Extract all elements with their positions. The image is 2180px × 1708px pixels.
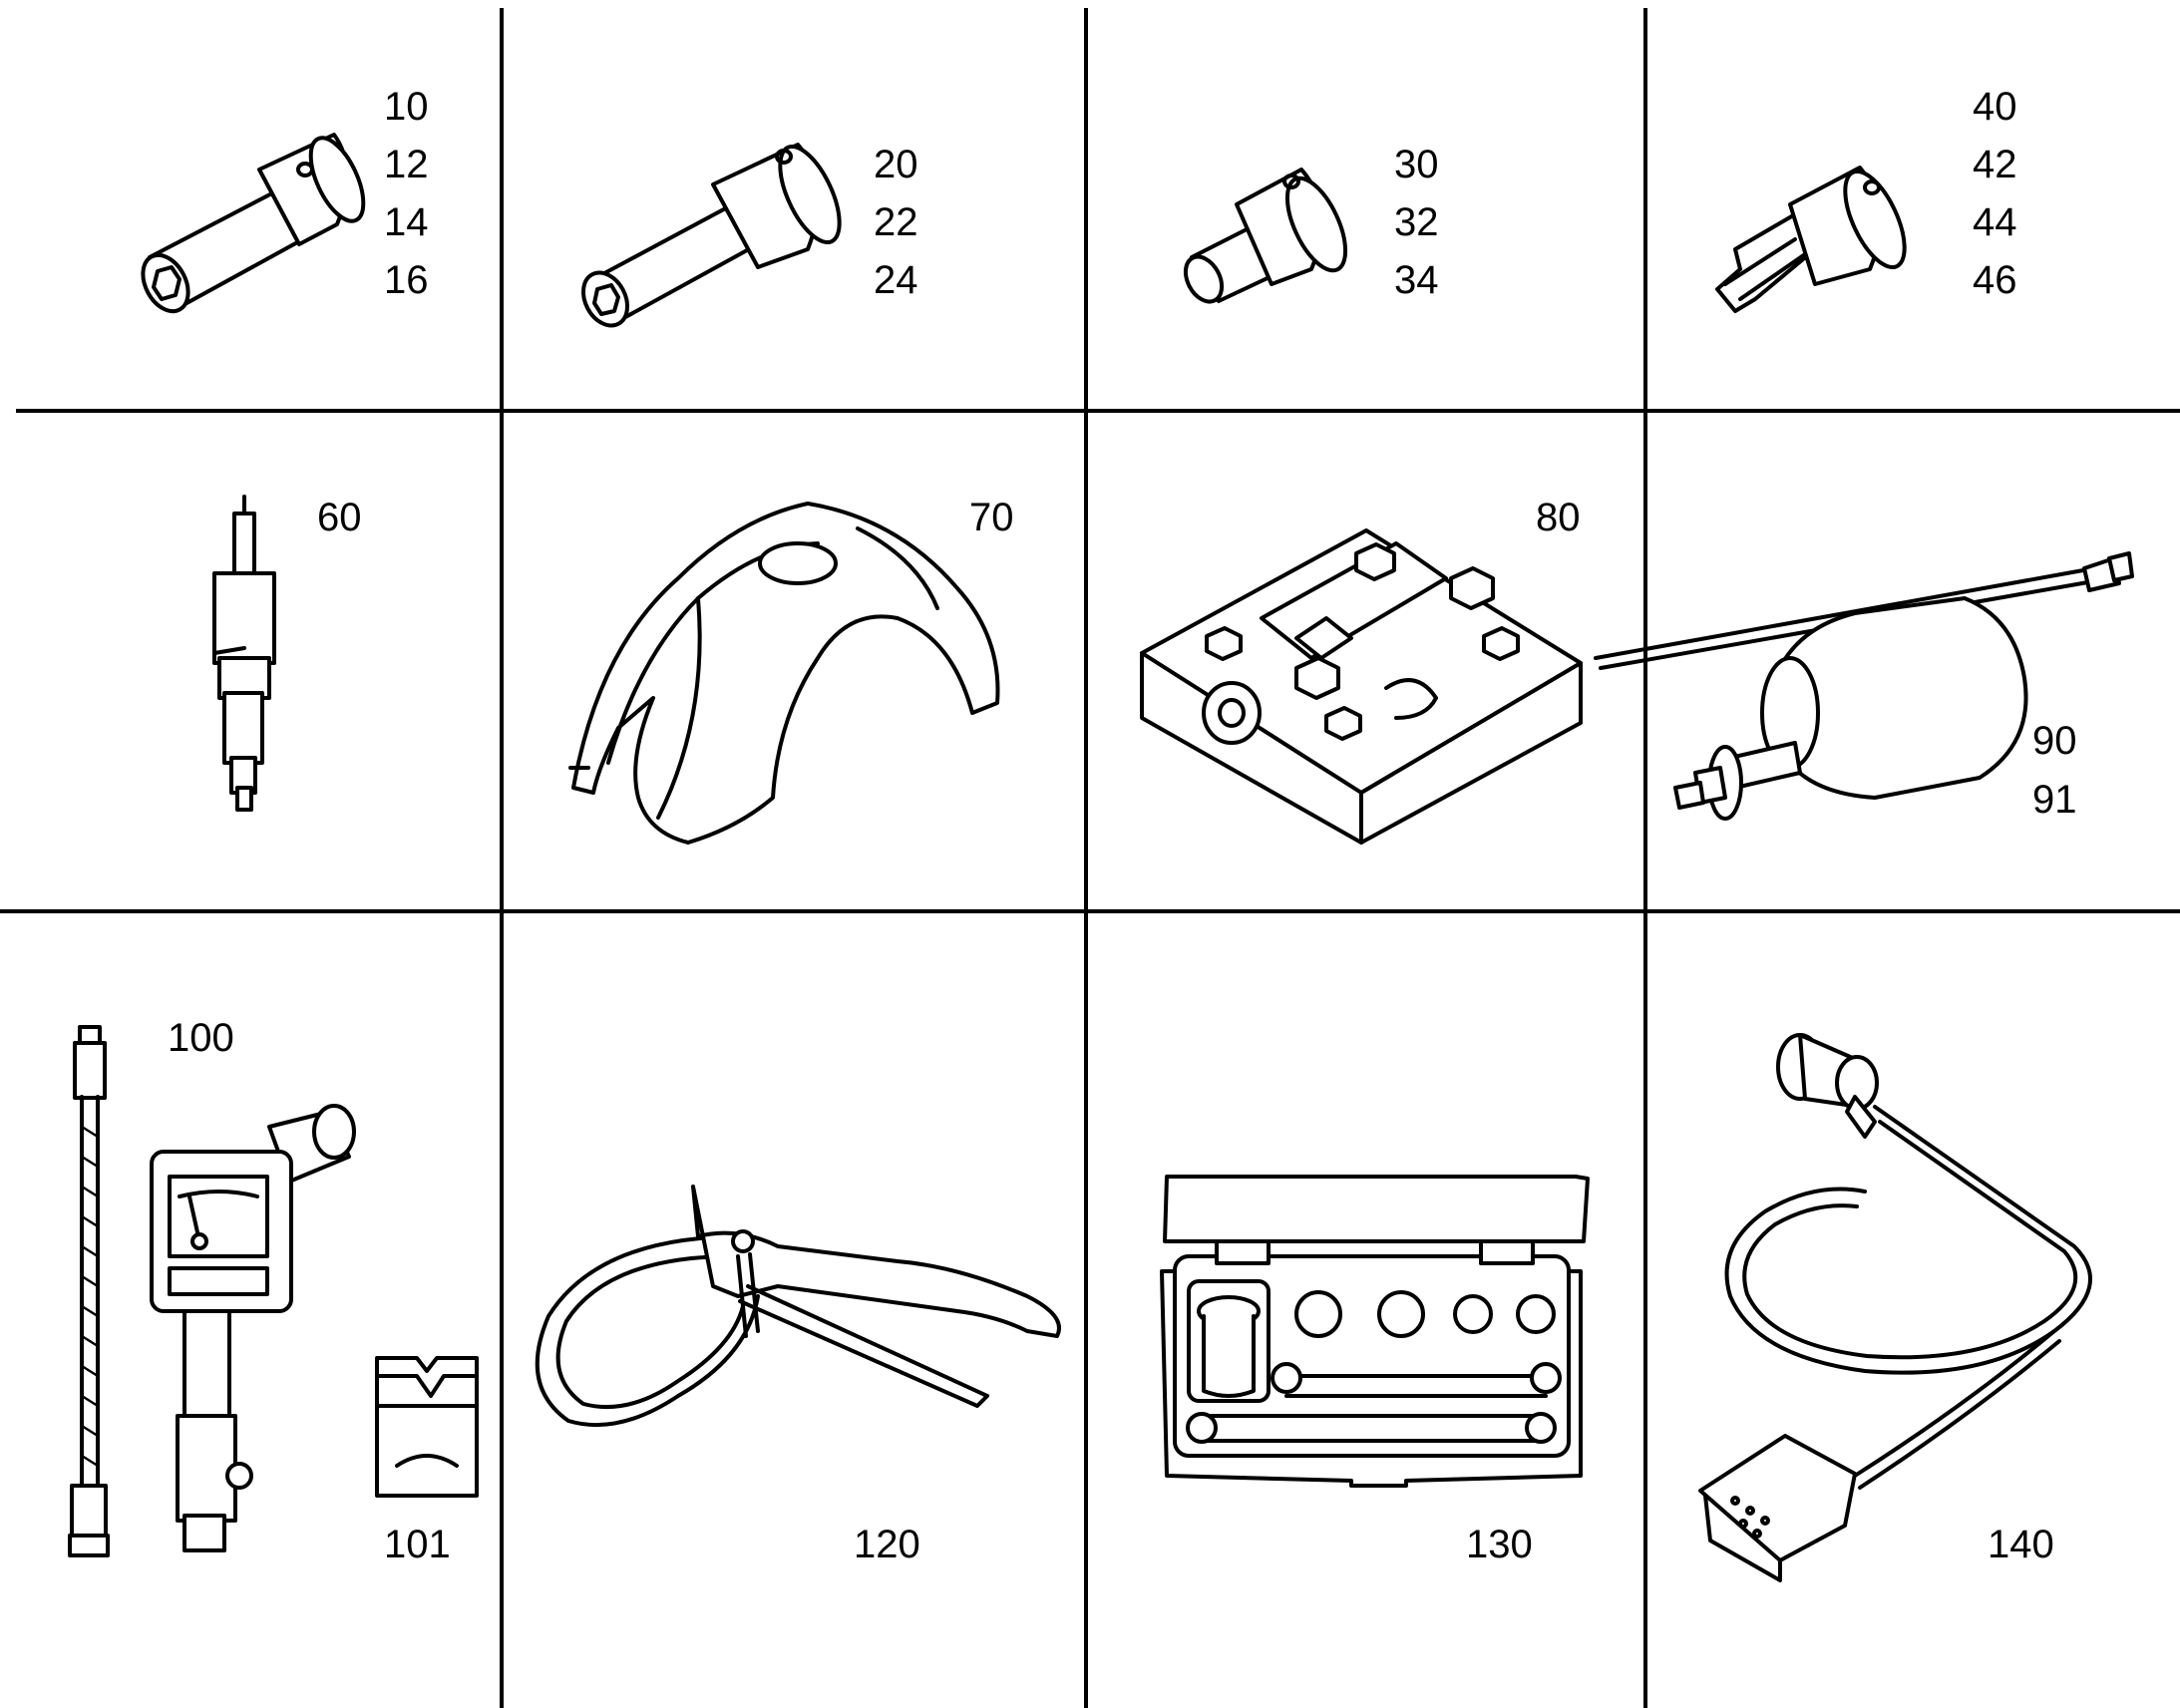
slide-hammer-labels: 90 91 bbox=[2032, 719, 2077, 822]
label-24: 24 bbox=[874, 258, 918, 302]
label-90: 90 bbox=[2032, 719, 2077, 763]
sockets-long-drawing bbox=[141, 133, 366, 314]
label-22: 22 bbox=[874, 200, 918, 244]
sockets-short-labels: 30 32 34 bbox=[1394, 143, 1439, 302]
holding-fixture-drawing bbox=[1140, 528, 1583, 845]
label-120: 120 bbox=[854, 1523, 920, 1566]
grid bbox=[0, 8, 2180, 1708]
sockets-extended-drawing bbox=[580, 143, 842, 328]
label-40: 40 bbox=[1973, 85, 2017, 129]
sockets-long-labels: 10 12 14 16 bbox=[384, 85, 429, 302]
injector-tool-drawing bbox=[212, 495, 276, 812]
label-14: 14 bbox=[384, 200, 429, 244]
sockets-short-drawing bbox=[1183, 168, 1348, 304]
diagnostic-cable-drawing bbox=[1698, 1033, 2092, 1582]
gauge-adapter-drawing bbox=[375, 1356, 479, 1498]
label-91: 91 bbox=[2032, 778, 2077, 822]
torx-bits-labels: 40 42 44 46 bbox=[1973, 85, 2017, 302]
label-32: 32 bbox=[1394, 200, 1439, 244]
pressure-gauge-drawing bbox=[68, 1025, 356, 1557]
label-30: 30 bbox=[1394, 143, 1439, 186]
label-100: 100 bbox=[168, 1016, 234, 1060]
label-42: 42 bbox=[1973, 143, 2017, 186]
label-70: 70 bbox=[969, 496, 1014, 539]
slide-hammer-drawing bbox=[1594, 551, 2134, 821]
label-10: 10 bbox=[384, 85, 429, 129]
sockets-extended-labels: 20 22 24 bbox=[874, 143, 918, 302]
label-34: 34 bbox=[1394, 258, 1439, 302]
label-140: 140 bbox=[1988, 1523, 2054, 1566]
support-fork-drawing bbox=[568, 502, 1000, 845]
torx-bits-drawing bbox=[1715, 166, 1907, 313]
label-46: 46 bbox=[1973, 258, 2017, 302]
label-60: 60 bbox=[317, 496, 362, 539]
label-16: 16 bbox=[384, 258, 429, 302]
strap-wrench-drawing bbox=[535, 1185, 1061, 1428]
label-20: 20 bbox=[874, 143, 918, 186]
label-130: 130 bbox=[1466, 1523, 1533, 1566]
label-12: 12 bbox=[384, 143, 429, 186]
label-44: 44 bbox=[1973, 200, 2017, 244]
label-101: 101 bbox=[384, 1523, 451, 1566]
tool-case-drawing bbox=[1160, 1175, 1590, 1488]
label-80: 80 bbox=[1536, 496, 1581, 539]
